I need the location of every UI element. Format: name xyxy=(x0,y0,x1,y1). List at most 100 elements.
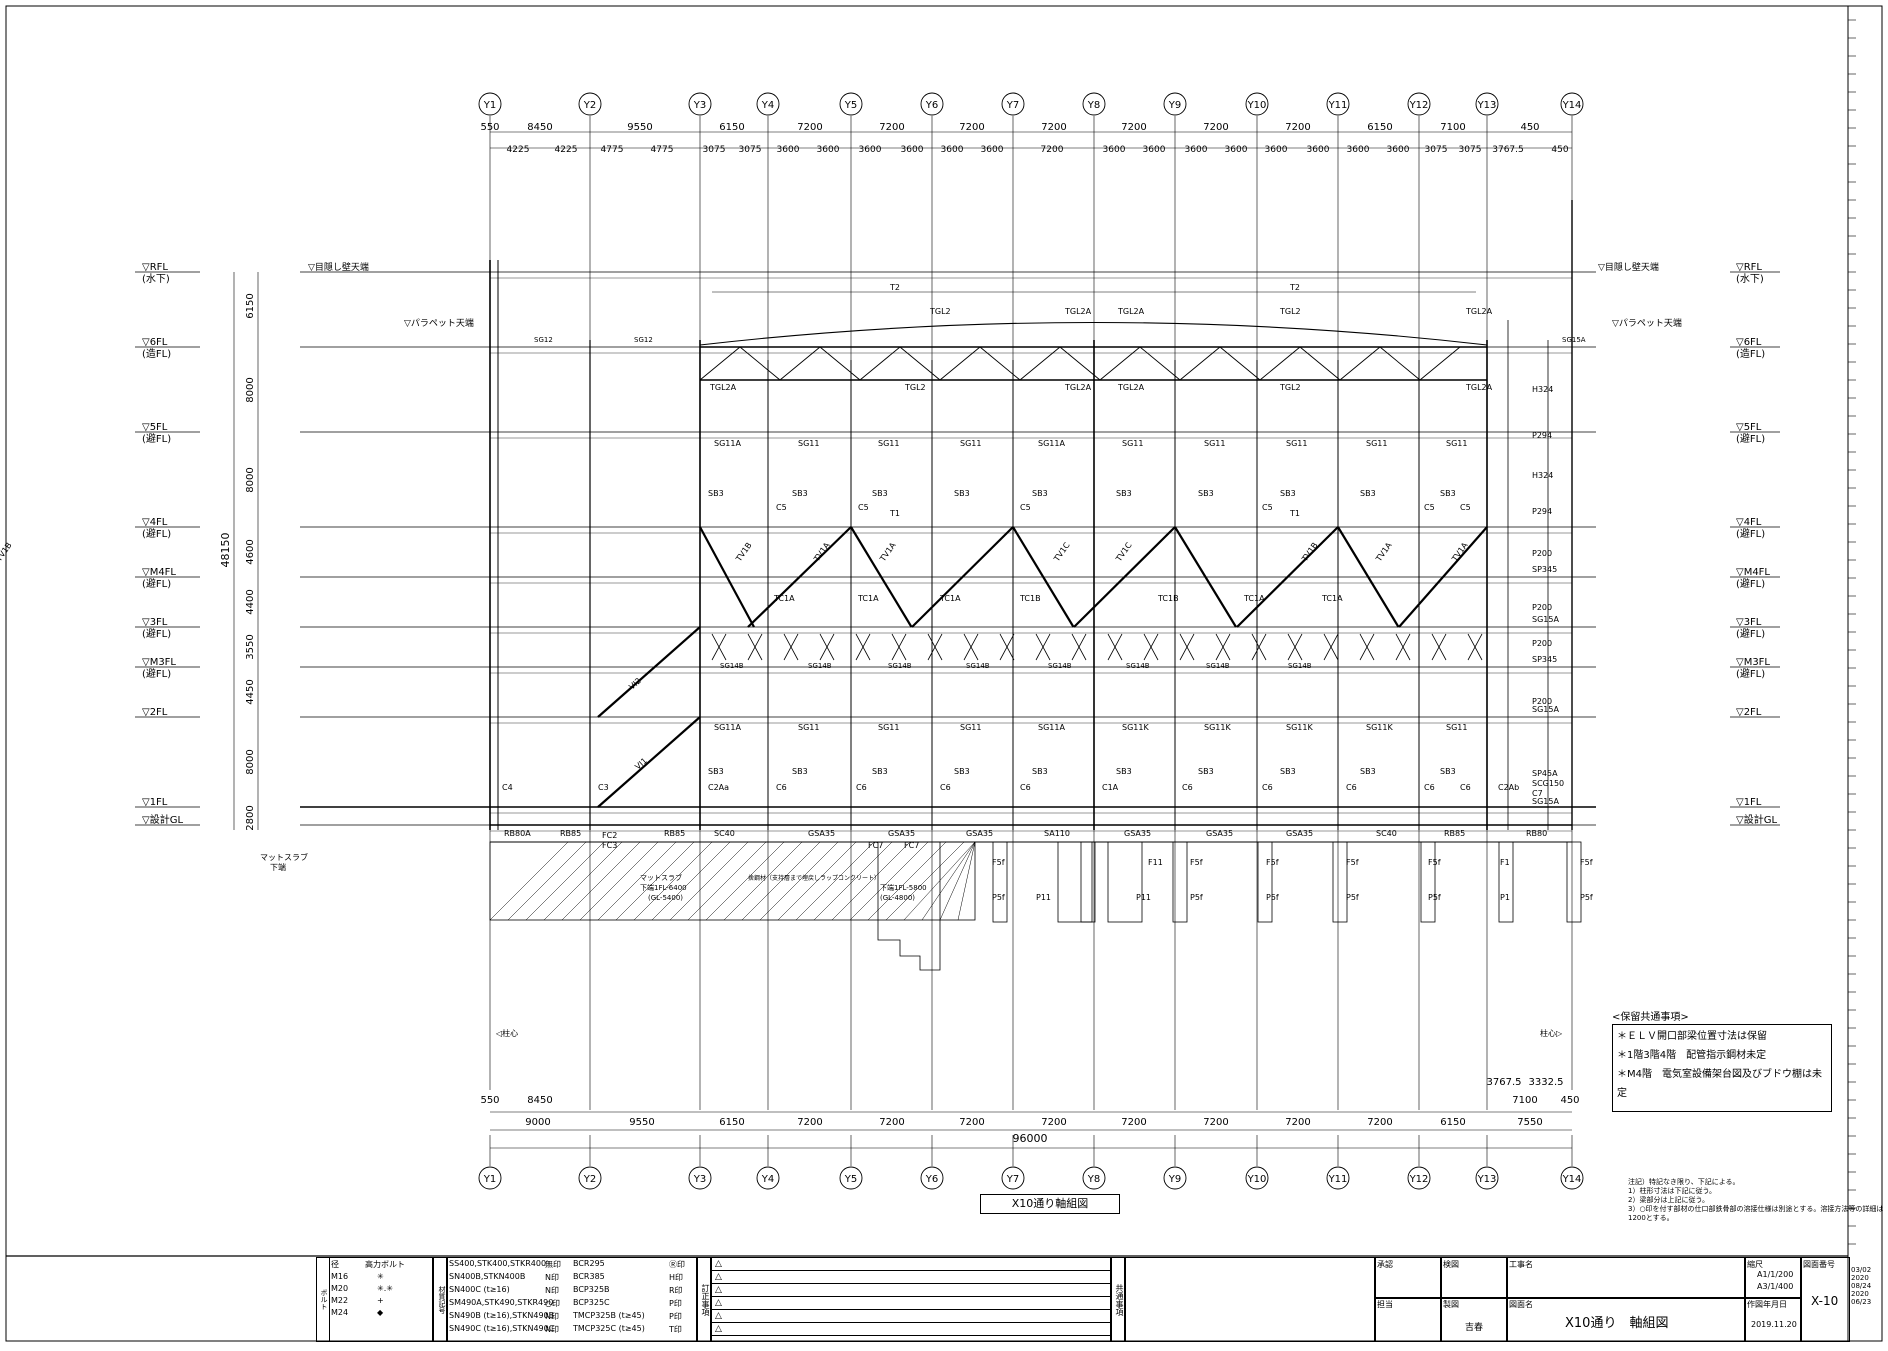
dimension-top-2: 3600 xyxy=(1225,145,1248,155)
bolt-header-dia: 径 xyxy=(331,1260,339,1269)
girder-5fl: SG11 xyxy=(960,439,981,448)
dimension-top-2: 4775 xyxy=(601,145,624,155)
stepped-footing xyxy=(877,842,941,971)
grid-bubble-top xyxy=(688,92,712,116)
story-height: 2800 xyxy=(245,805,256,830)
girder-5fl: SG11 xyxy=(1366,439,1387,448)
truss-mark: T2 xyxy=(1289,283,1300,292)
mat-slab-level-3: 下端1FL-5800 xyxy=(880,883,927,892)
girder-2fl: SG11 xyxy=(1446,723,1467,732)
material-cell: R印 xyxy=(669,1286,683,1295)
notes-box: ＊ＥＬＶ開口部梁位置寸法は保留 ＊1階3階4階 配管指示鋼材未定 ＊M4階 電気… xyxy=(1612,1024,1832,1112)
right-member-label: SG15A xyxy=(1532,797,1559,806)
grid-bubble-top xyxy=(578,92,602,116)
hatch-line xyxy=(885,841,965,921)
truss-m4-label: TV1B xyxy=(734,541,754,564)
dimension-top-1: 550 xyxy=(480,122,499,133)
grid-label-bottom: Y6 xyxy=(925,1174,938,1185)
level-label-left: ▽設計GL xyxy=(142,813,183,826)
hatch-line xyxy=(489,841,569,921)
dimension-top-1: 9550 xyxy=(627,122,652,133)
material-cell: N印 xyxy=(545,1286,559,1295)
column-1fl-label: C6 xyxy=(1460,783,1471,792)
designer-box: 担当 xyxy=(1374,1297,1442,1342)
column-1fl-label: C6 xyxy=(1424,783,1435,792)
grid-label-top: Y14 xyxy=(1562,100,1582,111)
project-label: 工事名 xyxy=(1509,1260,1533,1269)
total-height: 48150 xyxy=(219,533,232,568)
truss-bottom-label: TGL2A xyxy=(1117,383,1145,392)
material-cell: TMCP325B (t≥45) xyxy=(573,1311,645,1320)
right-member-label: H324 xyxy=(1532,385,1553,394)
level-label-right: ▽M3FL xyxy=(1736,657,1770,668)
level-sub-left: (避FL) xyxy=(142,667,171,680)
brace-mark xyxy=(1431,633,1447,661)
grid-label-top: Y12 xyxy=(1409,100,1429,111)
fill-note: 捨鋼材（支持層まで埋戻しラップコンクリート） xyxy=(748,874,880,882)
truss-diagonal xyxy=(1099,346,1141,381)
hatch-line xyxy=(597,841,677,921)
hatch-line xyxy=(543,841,623,921)
grid-label-bottom: Y5 xyxy=(844,1174,857,1185)
beam-2fl: SB3 xyxy=(1440,767,1456,776)
girder-2fl: SG11 xyxy=(878,723,899,732)
drawing-name-label: 図面名 xyxy=(1509,1300,1533,1309)
grid-bubble-top xyxy=(478,92,502,116)
brace-mark xyxy=(1107,633,1123,661)
truss-chord-label: TC1B xyxy=(1019,594,1041,603)
level-sub-left: (避FL) xyxy=(142,527,171,540)
level-label-right: ▽M4FL xyxy=(1736,567,1770,578)
level-label-right: ▽設計GL xyxy=(1736,813,1777,826)
right-member-label: H324 xyxy=(1532,471,1553,480)
notes-title: <保留共通事項> xyxy=(1612,1012,1689,1023)
hatch-line xyxy=(813,841,893,921)
brace-mark xyxy=(999,633,1015,661)
beam-5fl: SB3 xyxy=(792,489,808,498)
note-item: ＊ＥＬＶ開口部梁位置寸法は保留 xyxy=(1617,1031,1767,1042)
brace-label: VI1 xyxy=(633,756,649,771)
truss-diagonal xyxy=(1019,346,1061,381)
mat-slab-gl: (GL-5400) xyxy=(648,894,683,902)
beam-5fl: SB3 xyxy=(1440,489,1456,498)
brace-mark xyxy=(711,633,727,661)
eye-wall-right: ▽目隠し壁天端 xyxy=(1598,261,1659,273)
hatch-line xyxy=(525,841,605,921)
dimension-bottom-2: 7200 xyxy=(879,1117,904,1128)
right-member-label: P294 xyxy=(1532,431,1552,440)
pile-label: P5f xyxy=(1346,893,1359,902)
grid-label-bottom: Y7 xyxy=(1006,1174,1019,1185)
material-cell: P印 xyxy=(669,1299,682,1308)
grid-bubble-bottom xyxy=(1407,1166,1431,1190)
pile xyxy=(1420,841,1436,923)
foundation-girder-label: GSA35 xyxy=(808,829,835,838)
dimension-bottom-2: 7550 xyxy=(1517,1117,1542,1128)
truss-m4-label: TV1A xyxy=(812,540,832,564)
revision-row: △ xyxy=(711,1259,1111,1271)
right-member-label: P200 xyxy=(1532,603,1552,612)
dimension-top-2: 4225 xyxy=(507,145,530,155)
level-label-right: ▽5FL xyxy=(1736,422,1762,433)
parapet-left: ▽パラペット天端 xyxy=(404,317,474,329)
note-item: ＊M4階 電気室設備架台図及びブドウ棚は未定 xyxy=(1617,1069,1822,1099)
fc-label: FC7 xyxy=(904,841,919,850)
truss-bottom-label: TGL2A xyxy=(709,383,737,392)
foundation-girder-label: GSA35 xyxy=(1124,829,1151,838)
column-1fl-label: C6 xyxy=(776,783,787,792)
girder-5fl: SG11 xyxy=(1446,439,1467,448)
approval-box: 承認 xyxy=(1374,1257,1442,1299)
pile xyxy=(1332,841,1348,923)
dimension-bottom-2: 7200 xyxy=(1203,1117,1228,1128)
dimension-top-1: 6150 xyxy=(719,122,744,133)
beam-2fl: SB3 xyxy=(1032,767,1048,776)
girder-5fl: SG11 xyxy=(878,439,899,448)
check-label: 検図 xyxy=(1443,1260,1459,1269)
brace-mark xyxy=(891,633,907,661)
grid-label-top: Y7 xyxy=(1006,100,1019,111)
dimension-bottom-2: 6150 xyxy=(719,1117,744,1128)
pile-label: P5f xyxy=(1266,893,1279,902)
right-member-label: SP345 xyxy=(1532,655,1557,664)
material-cell: P印 xyxy=(669,1312,682,1321)
